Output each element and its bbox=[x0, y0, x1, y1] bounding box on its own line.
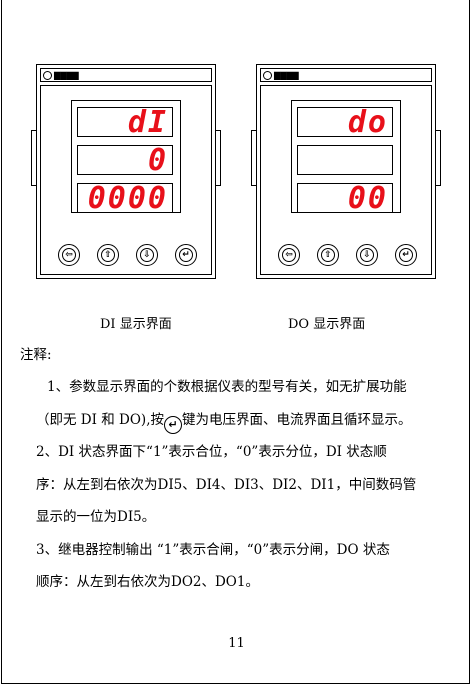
note-line-2: （即无 DI 和 DO),按↵键为电压界面、电流界面且循环显示。 bbox=[36, 411, 411, 434]
down-arrow-icon: ⇩ bbox=[360, 248, 374, 262]
brand-logo-icon bbox=[43, 71, 52, 80]
left-arrow-icon: ⇦ bbox=[282, 248, 296, 262]
do-display-top: do bbox=[297, 107, 393, 137]
do-down-key[interactable]: ⇩ bbox=[356, 244, 378, 266]
do-meter-brand-bar: ▇▇▇▇ bbox=[260, 68, 432, 82]
down-arrow-icon: ⇩ bbox=[140, 248, 154, 262]
di-meter: ▇▇▇▇ dI 0 0000 ⇦ ⇧ ⇩ ↵ bbox=[36, 64, 216, 279]
page-number: 11 bbox=[228, 636, 245, 651]
do-display-middle bbox=[297, 145, 393, 175]
di-caption: DI 显示界面 bbox=[100, 317, 172, 332]
do-right-side-tab bbox=[435, 130, 441, 186]
di-meter-face bbox=[40, 85, 212, 275]
di-right-side-tab bbox=[215, 130, 221, 186]
di-meter-brand-name: ▇▇▇▇ bbox=[54, 71, 79, 80]
brand-logo-icon bbox=[263, 71, 272, 80]
di-left-key[interactable]: ⇦ bbox=[58, 244, 80, 266]
do-enter-key[interactable]: ↵ bbox=[395, 244, 417, 266]
note-line-6: 3、继电器控制输出 “1”表示合闸，“0”表示分闸，DO 状态 bbox=[36, 542, 390, 558]
note-line-7: 顺序：从左到右依次为DO2、DO1。 bbox=[36, 574, 259, 590]
di-display-bottom: 0000 bbox=[77, 183, 173, 213]
do-caption: DO 显示界面 bbox=[288, 317, 366, 332]
di-meter-brand: ▇▇▇▇ bbox=[43, 69, 79, 82]
do-meter-brand: ▇▇▇▇ bbox=[263, 69, 299, 82]
do-up-key[interactable]: ⇧ bbox=[317, 244, 339, 266]
di-display-middle: 0 bbox=[77, 145, 173, 175]
enter-icon: ↵ bbox=[179, 248, 193, 262]
do-left-side-tab bbox=[251, 130, 257, 186]
notes-heading: 注释: bbox=[20, 347, 52, 363]
up-arrow-icon: ⇧ bbox=[101, 248, 115, 262]
di-enter-key[interactable]: ↵ bbox=[175, 244, 197, 266]
enter-key-icon: ↵ bbox=[163, 416, 182, 434]
do-display-bottom: 00 bbox=[297, 183, 393, 213]
do-meter-brand-name: ▇▇▇▇ bbox=[274, 71, 299, 80]
do-meter: ▇▇▇▇ do 00 ⇦ ⇧ ⇩ ↵ bbox=[256, 64, 436, 279]
do-left-key[interactable]: ⇦ bbox=[278, 244, 300, 266]
di-down-key[interactable]: ⇩ bbox=[136, 244, 158, 266]
up-arrow-icon: ⇧ bbox=[321, 248, 335, 262]
note-line-1: 1、参数显示界面的个数根据仪表的型号有关，如无扩展功能 bbox=[47, 379, 407, 395]
note-line-4: 序：从左到右依次为DI5、DI4、DI3、DI2、DI1，中间数码管 bbox=[36, 477, 417, 493]
note-line-2b: 键为电压界面、电流界面且循环显示。 bbox=[181, 412, 412, 428]
enter-icon: ↵ bbox=[399, 248, 413, 262]
di-left-side-tab bbox=[31, 130, 37, 186]
note-line-2a: （即无 DI 和 DO),按 bbox=[36, 412, 164, 428]
di-meter-brand-bar: ▇▇▇▇ bbox=[40, 68, 212, 82]
do-meter-face bbox=[260, 85, 432, 275]
di-up-key[interactable]: ⇧ bbox=[97, 244, 119, 266]
note-line-3: 2、DI 状态界面下“1”表示合位，“0”表示分位，DI 状态顺 bbox=[36, 444, 387, 460]
left-arrow-icon: ⇦ bbox=[62, 248, 76, 262]
note-line-5: 显示的一位为DI5。 bbox=[36, 509, 156, 525]
di-display-top: dI bbox=[77, 107, 173, 137]
